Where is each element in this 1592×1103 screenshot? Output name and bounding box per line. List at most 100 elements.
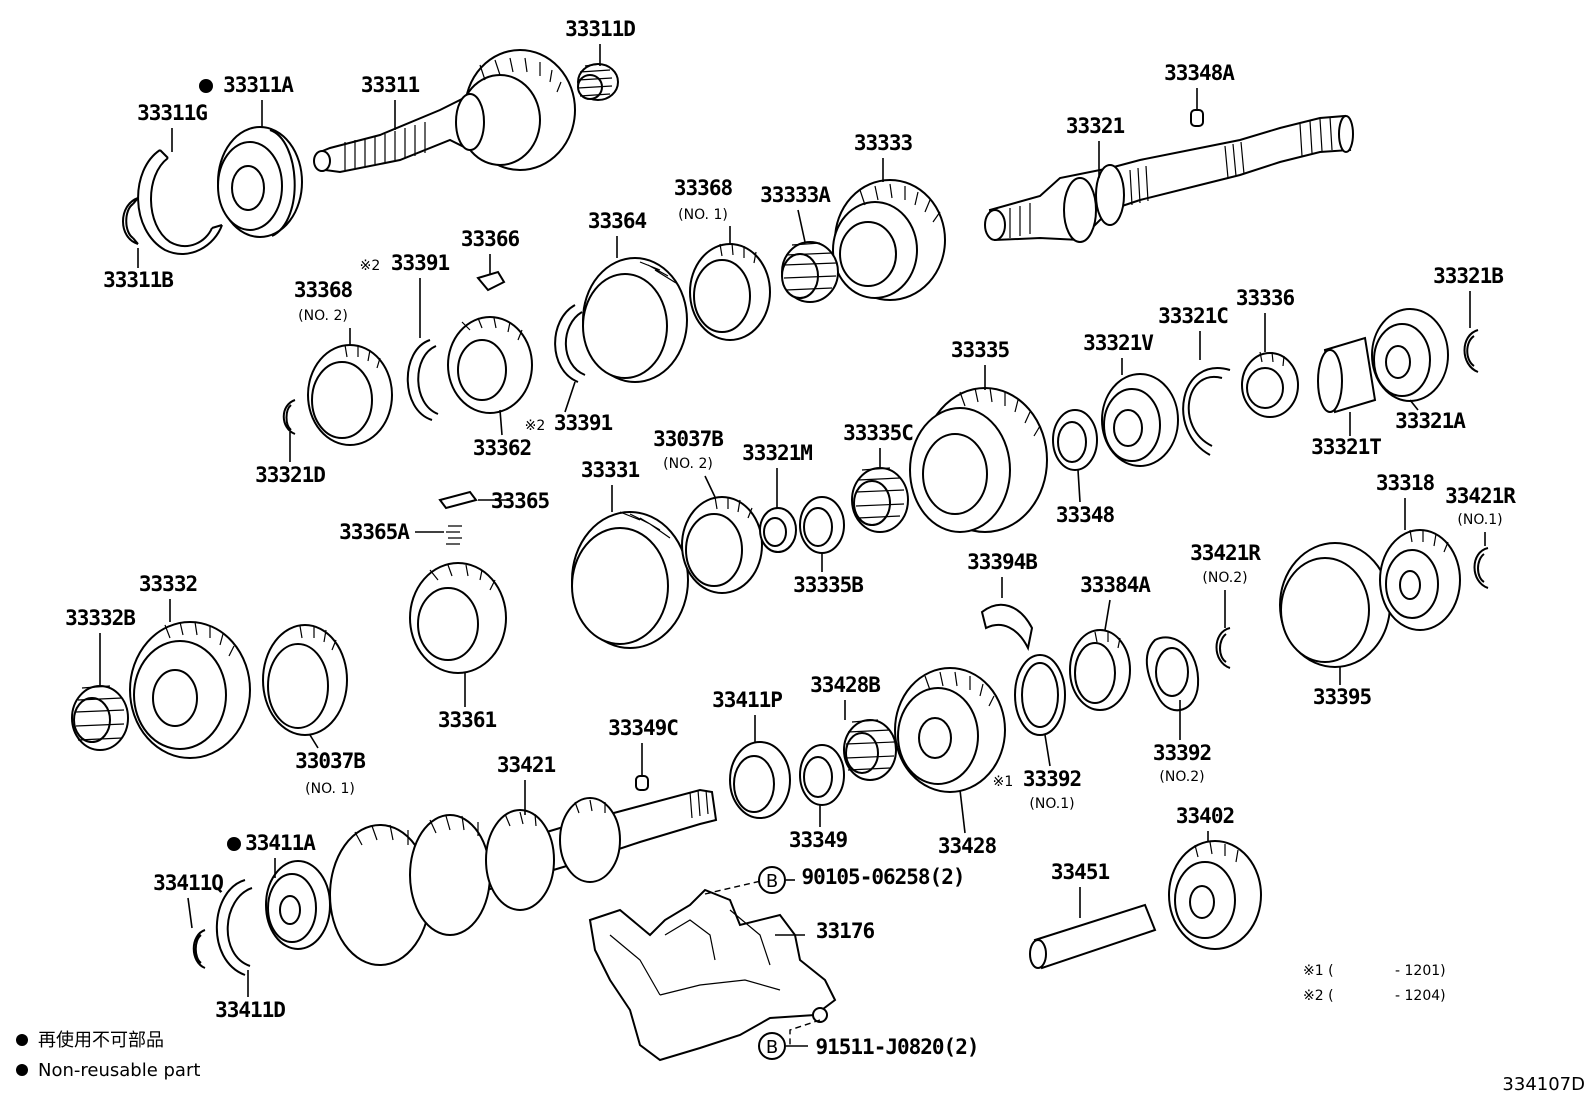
circle-b-markers: B B [758,866,786,1060]
legend-dot-icon [16,1034,28,1046]
part-variant-label: (NO.2) [1202,570,1247,586]
note-2-mark: ※2 ( [1303,988,1334,1004]
reverse-gear-group [729,667,1006,819]
legend-dot-icon [16,1064,28,1076]
leader-lines [99,44,1486,1047]
part-number-label: 33391 [391,251,450,275]
part-number-label: 33361 [438,708,497,732]
part-number-label: 33392 [1153,741,1211,765]
part-number-label: 33428 [938,834,997,858]
part-number-label: 33364 [588,209,647,233]
part-number-label: 33311A [223,73,294,97]
part-number-label: 33421 [497,753,556,777]
part-number-label: 33335C [843,421,913,445]
part-number-label: 33332B [65,606,135,630]
part-number-label: 33384A [1080,573,1151,597]
part-number-label: 33335B [793,573,863,597]
revision-marker: ※1 [993,774,1014,790]
revision-notes: ※1 ( - 1201) ※2 ( - 1204) [1303,963,1446,1004]
circle-b-label: B [766,1037,778,1058]
part-variant-label: (NO. 1) [678,207,728,223]
countershaft-group [192,775,718,976]
shift-bracket [588,888,837,1062]
part-number-label: 33451 [1051,860,1110,884]
part-number-label: 33176 [816,919,875,943]
part-number-label: 33311D [565,17,635,41]
part-number-label: 33333 [854,131,913,155]
revision-markers: ※2 ※2 ※1 [360,258,1014,790]
part-number-label: 33411D [215,998,285,1022]
part-number-label: 33368 [674,176,733,200]
part-number-label: 33321A [1395,409,1466,433]
revision-marker: ※2 [360,258,381,274]
part-number-label: 33321B [1433,264,1503,288]
part-number-label: 33365 [491,489,550,513]
part-sub-labels: (NO. 1) (NO. 2) (NO. 2) (NO.1) (NO.2) (NO. 1)… [298,207,1502,812]
revision-marker: ※2 [525,418,546,434]
part-number-label: 33428B [810,673,880,697]
part-number-label: 33411P [712,688,782,712]
note-1-value: - 1201) [1395,963,1446,979]
part-number-label: 33037B [653,427,723,451]
part-number-label: 90105-06258(2) [801,865,964,889]
part-number-label: 33311 [361,73,420,97]
part-variant-label: (NO.2) [1159,769,1204,785]
part-number-labels: 33311D 33311A 33311 33311G 33311B 33348A 33321… [65,17,1517,1059]
output-shaft-group [984,109,1354,243]
part-number-label: 33349C [608,716,678,740]
second-row-gears [282,179,946,446]
non-reusable-bullets [199,79,241,851]
part-number-label: 33321M [742,441,812,465]
part-number-label: 33336 [1236,286,1295,310]
part-number-label: 33348 [1056,503,1115,527]
part-number-label: 33037B [295,749,365,773]
part-number-label: 33366 [461,227,520,251]
part-number-label: 33365A [339,520,410,544]
part-variant-label: (NO.1) [1029,796,1074,812]
part-number-label: 33392 [1023,767,1081,791]
part-number-label: 33421R [1190,541,1261,565]
figure-id: 334107D [1502,1074,1585,1095]
part-number-label: 33368 [294,278,353,302]
part-variant-label: (NO. 2) [298,308,348,324]
part-number-label: 33321T [1311,435,1381,459]
part-number-label: 33321D [255,463,325,487]
part-number-label: 33333A [760,183,831,207]
part-number-label: 33321C [1158,304,1228,328]
part-variant-label: (NO.1) [1457,512,1502,528]
part-number-label: 33391 [554,411,613,435]
part-number-label: 33318 [1376,471,1435,495]
non-reusable-dot-icon [227,837,241,851]
part-number-label: 33395 [1313,685,1372,709]
part-number-label: 33311G [137,101,207,125]
part-number-label: 33402 [1176,804,1234,828]
fifth-gear-group [980,529,1489,970]
part-variant-label: (NO. 2) [663,456,713,472]
part-number-label: 33421R [1445,484,1516,508]
part-number-label: 33349 [789,828,848,852]
part-number-label: 33348A [1164,61,1235,85]
part-number-label: 33332 [139,572,197,596]
note-1-mark: ※1 ( [1303,963,1334,979]
part-number-label: 33311B [103,268,173,292]
part-number-label: 33331 [581,458,640,482]
circle-b-label: B [766,871,778,892]
non-reusable-dot-icon [199,79,213,93]
part-variant-label: (NO. 1) [305,781,355,797]
legend-english: Non-reusable part [38,1060,200,1081]
part-number-label: 33362 [473,436,531,460]
third-row-group [571,467,909,649]
part-number-label: 33321 [1066,114,1125,138]
note-2-value: - 1204) [1395,988,1446,1004]
right-middle-group [909,308,1479,533]
part-number-label: 33321V [1083,331,1154,355]
legend: 再使用不可部品 Non-reusable part [16,1030,200,1081]
part-number-label: 33411A [245,831,316,855]
part-number-label: 91511-J0820(2) [815,1035,978,1059]
input-shaft-group [122,49,619,255]
legend-japanese: 再使用不可部品 [38,1030,164,1051]
part-number-label: 33335 [951,338,1010,362]
part-number-label: 33394B [967,550,1037,574]
